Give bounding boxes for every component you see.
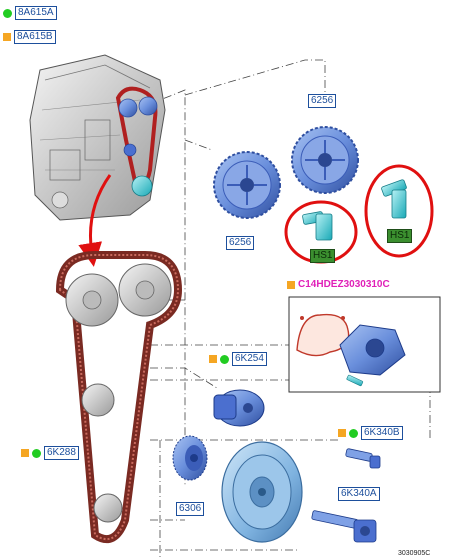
green-dot-icon <box>3 8 12 18</box>
highlight-oval <box>364 164 434 258</box>
crank-pulley-icon <box>221 441 303 543</box>
label-hs1-right: HS1 <box>387 229 413 243</box>
orange-square-icon <box>21 449 29 457</box>
part-number-6306[interactable]: 6306 <box>176 502 205 516</box>
bolt-icon <box>381 179 407 219</box>
bolt-icon <box>302 211 333 241</box>
orange-square-icon <box>3 33 11 41</box>
green-dot-icon <box>220 354 229 364</box>
tensioner-icon <box>213 389 265 427</box>
diagram-code: 3030905C <box>398 550 431 557</box>
part-number-6k340b[interactable]: 6K340B <box>361 426 403 440</box>
label-6k288: 6K288 <box>21 446 79 460</box>
label-6k254: 6K254 <box>209 352 267 366</box>
label-hs1-left: HS1 <box>310 249 336 263</box>
timing-belt-icon <box>55 251 183 543</box>
label-6k340b: 6K340B <box>338 426 403 440</box>
kit-part-number[interactable]: C14HDEZ3030310C <box>298 279 390 290</box>
part-number-8a615b[interactable]: 8A615B <box>14 30 56 44</box>
water-pump-icon <box>296 313 406 387</box>
label-6k340a: 6K340A <box>338 487 380 501</box>
label-8a615b: 8A615B <box>3 30 56 44</box>
label-6256-top: 6256 <box>308 94 337 108</box>
green-dot-icon <box>32 448 41 458</box>
label-kit: C14HDEZ3030310C <box>287 279 390 290</box>
pointer-arrow <box>78 174 112 267</box>
part-number-6k254[interactable]: 6K254 <box>232 352 267 366</box>
engine-icon <box>29 54 166 221</box>
label-6306: 6306 <box>176 502 205 516</box>
part-number-6256[interactable]: 6256 <box>226 236 255 250</box>
part-number-6k288[interactable]: 6K288 <box>44 446 79 460</box>
part-number-hs1[interactable]: HS1 <box>310 249 336 263</box>
camshaft-sprocket-icon <box>291 126 359 194</box>
camshaft-sprocket-icon <box>213 151 281 219</box>
part-number-hs1[interactable]: HS1 <box>387 229 413 243</box>
part-number-8a615a[interactable]: 8A615A <box>15 6 57 20</box>
orange-square-icon <box>287 280 295 289</box>
part-number-6256[interactable]: 6256 <box>308 94 337 108</box>
orange-square-icon <box>338 429 346 437</box>
part-number-6k340a[interactable]: 6K340A <box>338 487 380 501</box>
camshaft-sprocket-icon <box>172 435 208 481</box>
green-dot-icon <box>349 428 358 438</box>
bolt-icon <box>345 448 381 469</box>
label-8a615a: 8A615A <box>3 6 57 20</box>
orange-square-icon <box>209 355 217 363</box>
bolt-icon <box>311 510 377 543</box>
label-6256-bottom: 6256 <box>226 236 255 250</box>
